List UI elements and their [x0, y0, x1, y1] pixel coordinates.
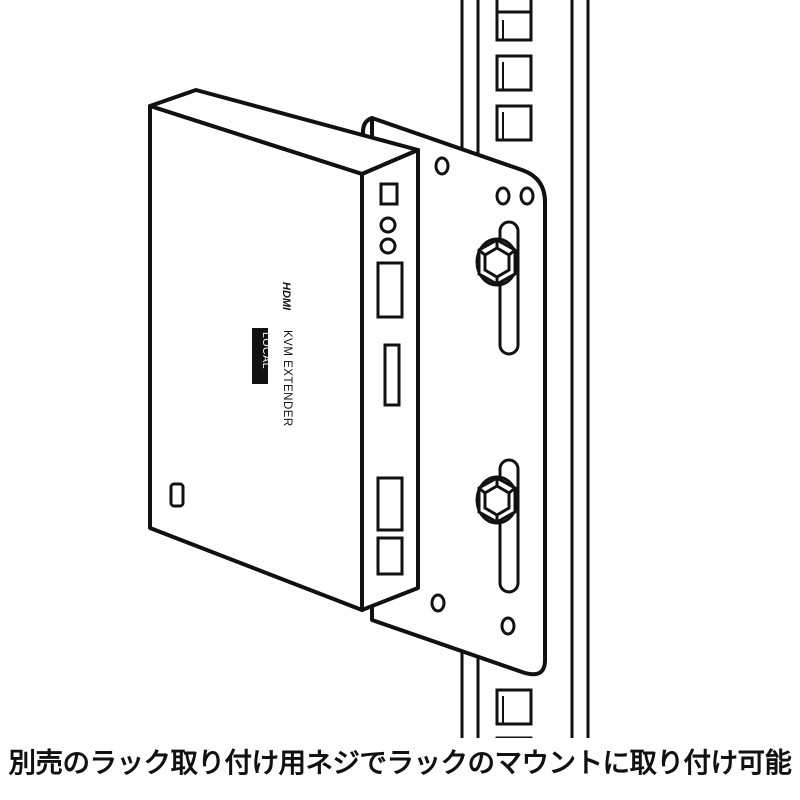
rack-screw-lower: [475, 475, 519, 525]
unit-ports: [376, 182, 404, 576]
unit-indicator-slot: [169, 482, 185, 508]
local-badge-text: LOCAL: [260, 332, 272, 369]
bracket-hole: [434, 156, 450, 176]
bracket-hole: [430, 593, 446, 613]
product-name: KVM EXTENDER: [281, 330, 293, 427]
local-badge: LOCAL: [252, 328, 272, 384]
caption-text: 別売のラック取り付け用ネジでラックのマウントに取り付け可能: [0, 738, 800, 782]
port-usb: [376, 536, 404, 576]
port-round: [379, 237, 397, 255]
hdmi-logo: HDMI: [280, 282, 292, 311]
port-hdmi: [383, 343, 401, 407]
rack-hole: [495, 10, 533, 42]
rack-screw-upper: [475, 237, 519, 287]
port-usb: [376, 476, 404, 532]
bracket-hole: [495, 186, 511, 206]
port-round: [379, 216, 397, 234]
port-rj45: [376, 261, 404, 319]
bracket-holes: [430, 156, 535, 636]
bracket-hole: [519, 186, 535, 206]
port-square: [379, 182, 399, 206]
bracket-hole: [500, 616, 516, 636]
